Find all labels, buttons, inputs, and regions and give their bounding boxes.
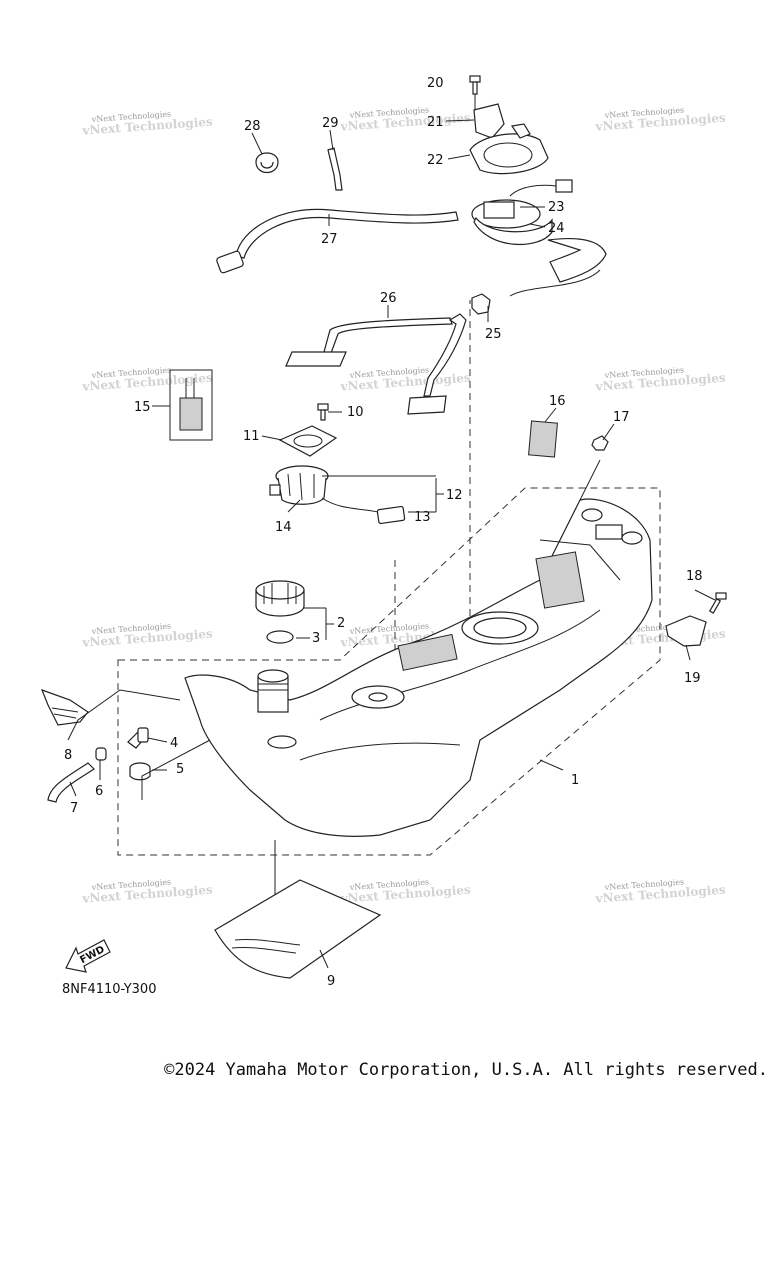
pump-gasket-upper <box>469 123 549 175</box>
part-label-12: 12 <box>446 488 463 503</box>
leader-lines <box>67 94 716 969</box>
pump-bolt <box>469 75 481 95</box>
part-label-1: 1 <box>571 773 579 788</box>
fuel-tank <box>184 498 653 837</box>
part-label-4: 4 <box>170 736 178 751</box>
part-label-5: 5 <box>176 762 184 777</box>
watermarks: vNext Technologies vNext Technologies vN… <box>81 105 726 905</box>
part-label-19: 19 <box>684 671 701 686</box>
breather-hose <box>47 762 95 803</box>
part-label-7: 7 <box>70 801 78 816</box>
watermark: vNext Technologies vNext Technologies <box>81 365 213 393</box>
pump-bracket <box>473 103 505 139</box>
part-label-26: 26 <box>380 291 397 306</box>
part-label-6: 6 <box>95 784 103 799</box>
part-label-28: 28 <box>244 119 261 134</box>
o-ring <box>266 630 294 644</box>
fuel-hose <box>235 208 459 259</box>
part-labels: 1 2 3 4 5 6 7 8 9 10 11 12 13 14 15 16 1… <box>64 76 703 989</box>
part-label-14: 14 <box>275 520 292 535</box>
watermark: vNext Technologies vNext Technologies <box>339 365 471 393</box>
hose-clamp <box>255 152 279 174</box>
part-label-27: 27 <box>321 232 338 247</box>
pump-gasket <box>278 425 338 457</box>
part-label-8: 8 <box>64 748 72 763</box>
watermark: vNext Technologies vNext Technologies <box>594 877 726 905</box>
hose-connector <box>216 250 244 274</box>
protector-plate <box>40 688 89 726</box>
fuel-hose-assembly <box>285 313 467 415</box>
copyright-notice: ©2024 Yamaha Motor Corporation, U.S.A. A… <box>164 1060 768 1080</box>
part-label-24: 24 <box>548 221 565 236</box>
part-label-13: 13 <box>414 510 431 525</box>
filler-neck <box>257 669 289 713</box>
diagram-code: 8NF4110-Y300 <box>62 982 156 997</box>
part-label-9: 9 <box>327 974 335 989</box>
part-label-29: 29 <box>322 116 339 131</box>
tank-body <box>184 498 653 837</box>
part-label-20: 20 <box>427 76 444 91</box>
fwd-arrow-icon: FWD <box>65 939 111 973</box>
part-label-17: 17 <box>613 410 630 425</box>
screw <box>708 592 727 614</box>
fuel-tank-parts-diagram: vNext Technologies vNext Technologies vN… <box>40 75 727 997</box>
bracket <box>665 615 707 647</box>
cable-band <box>327 147 343 191</box>
part-label-25: 25 <box>485 327 502 342</box>
nut <box>591 435 609 451</box>
protective-sheet <box>214 879 382 979</box>
watermark: vNext Technologies vNext Technologies <box>594 365 726 393</box>
part-label-18: 18 <box>686 569 703 584</box>
fuel-label <box>528 420 558 458</box>
watermark: vNext Technologies vNext Technologies <box>339 877 471 905</box>
watermark: vNext Technologies vNext Technologies <box>339 105 471 133</box>
part-label-15: 15 <box>134 400 151 415</box>
bolt <box>317 403 329 421</box>
part-label-3: 3 <box>312 631 320 646</box>
watermark: vNext Technologies vNext Technologies <box>81 109 213 137</box>
hose-fitting <box>127 727 149 749</box>
hose-clip <box>95 747 107 761</box>
watermark: vNext Technologies vNext Technologies <box>594 105 726 133</box>
part-label-11: 11 <box>243 429 260 444</box>
part-label-2: 2 <box>337 616 345 631</box>
fuel-pump-unit <box>269 465 406 525</box>
fuel-pump-assembly <box>471 179 607 297</box>
part-label-23: 23 <box>548 200 565 215</box>
relay-inset <box>169 369 213 441</box>
watermark: vNext Technologies vNext Technologies <box>81 621 213 649</box>
part-label-16: 16 <box>549 394 566 409</box>
part-label-10: 10 <box>347 405 364 420</box>
part-label-21: 21 <box>427 115 444 130</box>
hose-nut <box>471 293 491 315</box>
tank-assembly-outline <box>117 487 661 856</box>
grommet <box>129 762 151 781</box>
part-label-22: 22 <box>427 153 444 168</box>
fuel-cap <box>255 580 305 617</box>
watermark: vNext Technologies vNext Technologies <box>81 877 213 905</box>
